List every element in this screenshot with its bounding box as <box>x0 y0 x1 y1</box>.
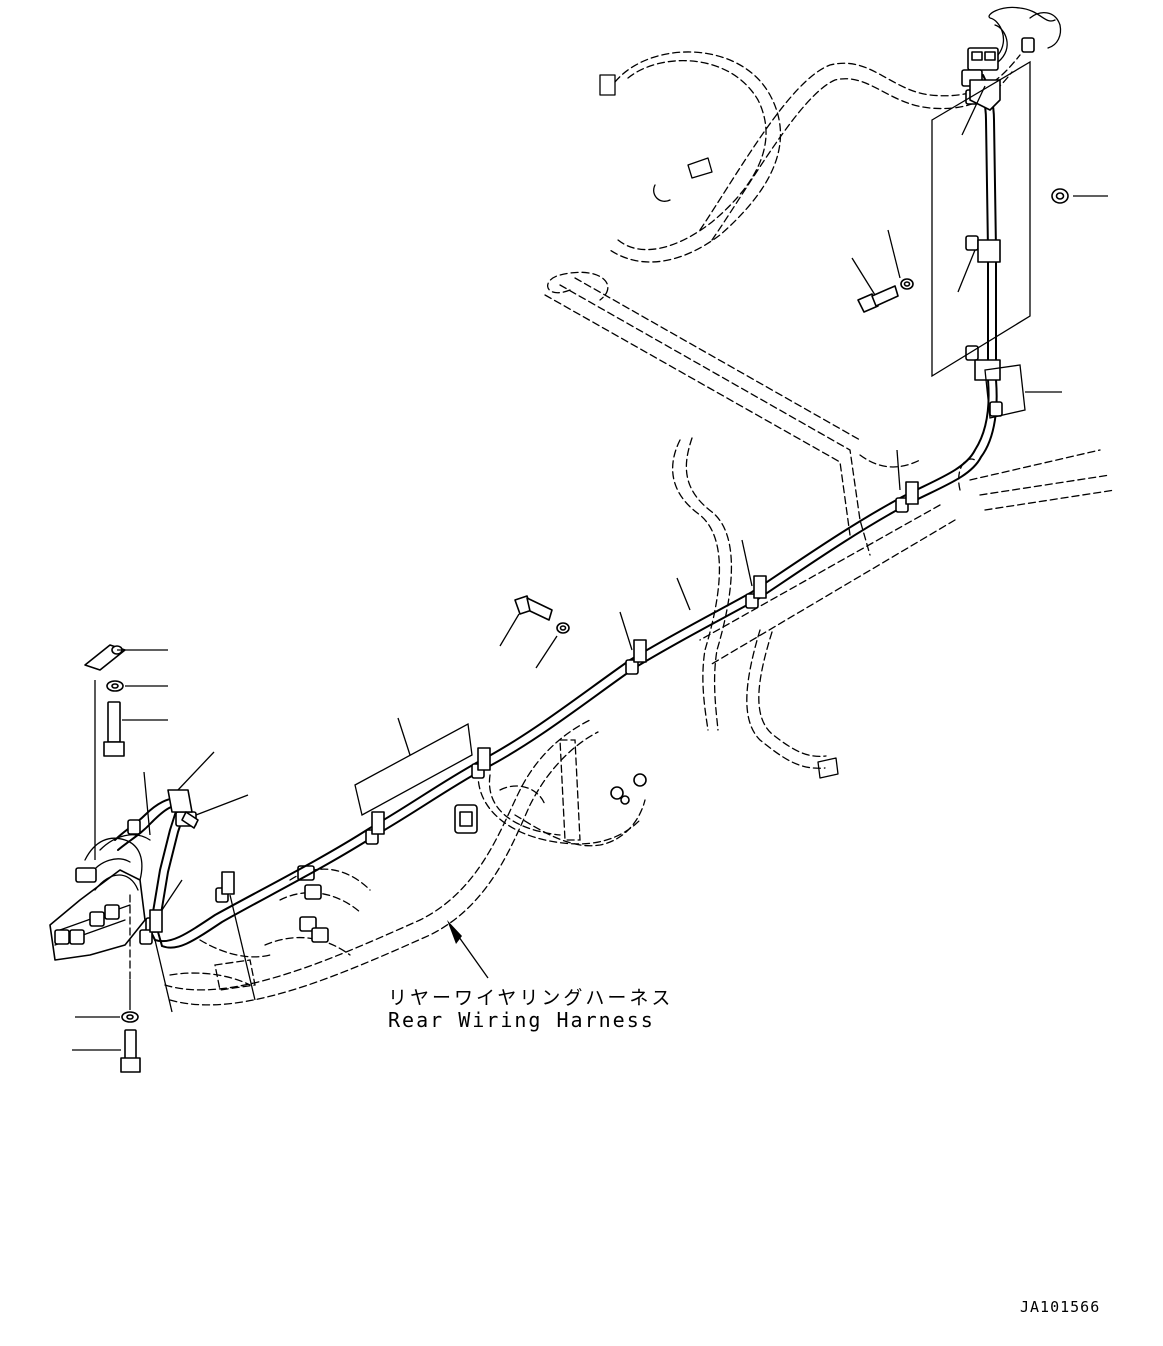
leader-lines <box>72 85 1108 1051</box>
background-harness-upper <box>599 51 1021 263</box>
connector-cluster <box>297 773 647 943</box>
background-frame-rail <box>544 271 1116 666</box>
background-harness-lower <box>164 437 839 1006</box>
harness-clamps <box>127 79 1003 945</box>
drawing-number: JA101566 <box>1020 1298 1101 1316</box>
harness-pointer-arrow[interactable] <box>447 920 489 979</box>
fastener-parts <box>84 188 1069 1073</box>
assembly-group-frames <box>354 60 1031 816</box>
alignment-lines <box>94 680 131 1010</box>
harness-label-english: Rear Wiring Harness <box>388 1008 655 1032</box>
main-harness[interactable] <box>114 6 1062 949</box>
harness-label-japanese: リヤーワイヤリングハーネス <box>388 987 674 1009</box>
mount-bracket <box>49 834 151 961</box>
